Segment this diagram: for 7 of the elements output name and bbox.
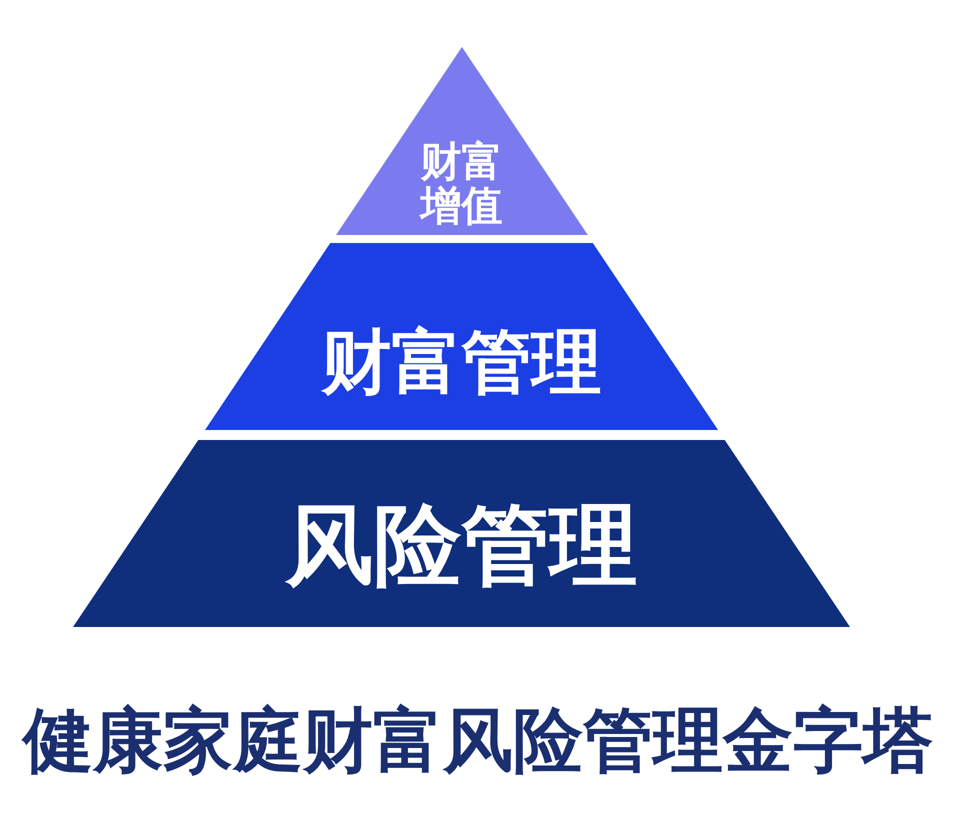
pyramid-tier [73, 440, 850, 627]
pyramid-tier [204, 243, 718, 430]
tier-label: 财富管理 [321, 325, 602, 401]
tier-label: 财富增值 [420, 140, 504, 228]
caption: 健康家庭财富风险管理金字塔 [23, 702, 933, 780]
tier-label: 风险管理 [286, 497, 638, 593]
pyramid-apex [336, 47, 588, 235]
